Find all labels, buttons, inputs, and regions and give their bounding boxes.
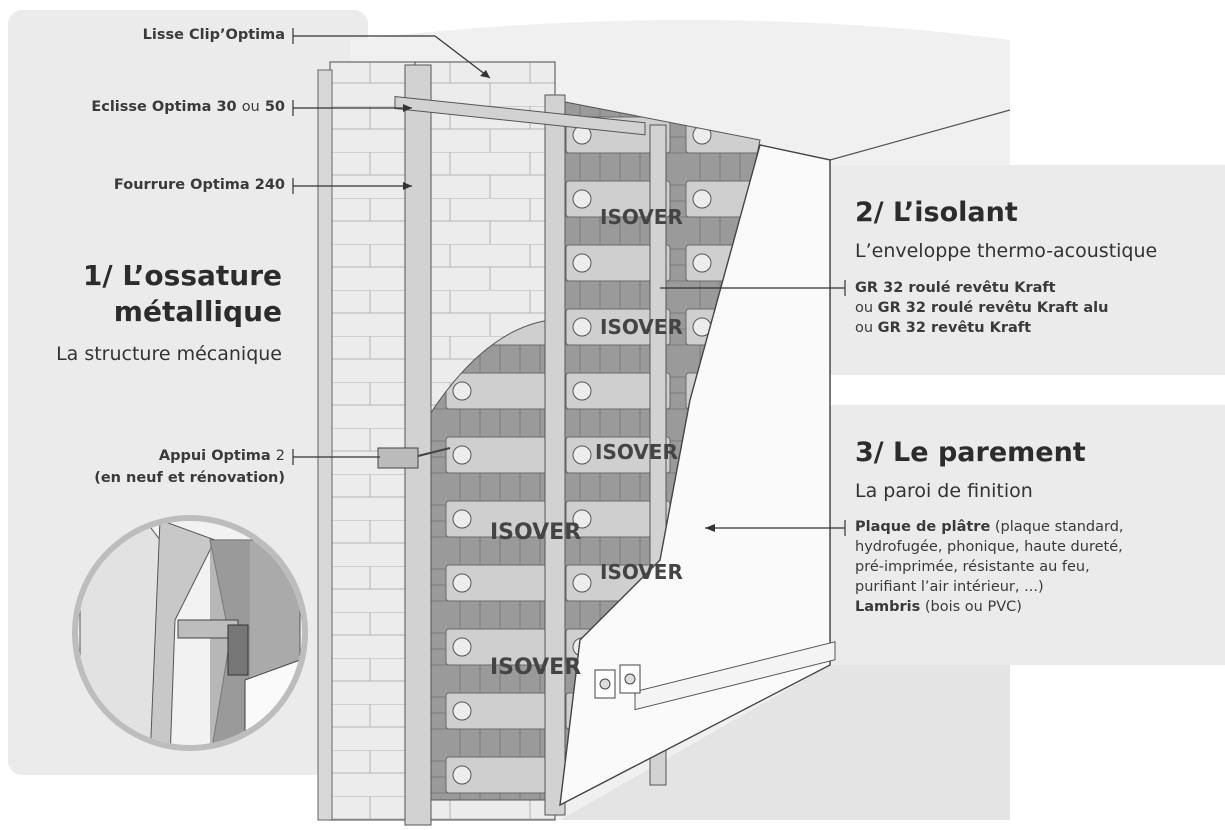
masonry-wall	[329, 61, 416, 821]
label-fourrure: Fourrure Optima 240	[113, 177, 285, 193]
section2-products: GR 32 roulé revêtu Kraft ou GR 32 roulé …	[855, 278, 1108, 338]
brand-mark: ISOVER	[595, 440, 678, 464]
brand-mark: ISOVER	[490, 655, 582, 680]
metal-studs	[394, 64, 667, 826]
appui-bracket	[377, 447, 419, 469]
section3-products: Plaque de plâtre (plaque standard, hydro…	[855, 519, 1124, 615]
brand-mark: ISOVER	[600, 560, 683, 584]
baseboard	[634, 641, 836, 711]
section2-title: 2/ L’isolant	[855, 197, 1018, 228]
label-appui-note: (en neuf et rénovation)	[94, 470, 285, 486]
section3-subtitle: La paroi de finition	[855, 480, 1033, 502]
plasterboard	[559, 144, 831, 807]
brand-mark: ISOVER	[600, 205, 683, 229]
label-appui: Appui Optima 2	[158, 448, 285, 464]
label-lisse: Lisse Clip’Optima	[142, 27, 285, 43]
label-eclisse: Eclisse Optima 30 ou 50	[91, 99, 285, 115]
product-line: GR 32 roulé revêtu Kraft	[855, 280, 1056, 296]
brand-mark: ISOVER	[600, 315, 683, 339]
product-line: ou GR 32 roulé revêtu Kraft alu	[855, 300, 1109, 316]
section1-title: 1/ L’ossature métallique	[82, 259, 282, 328]
detail-magnifier	[72, 515, 308, 751]
right-panel-parement	[820, 405, 1225, 665]
sockets	[594, 664, 641, 699]
section2-subtitle: L’enveloppe thermo-acoustique	[855, 240, 1158, 262]
brand-mark: ISOVER	[490, 520, 582, 545]
right-panel-isolant	[820, 165, 1225, 375]
section1-subtitle: La structure mécanique	[56, 343, 282, 365]
leader-lines	[292, 28, 846, 536]
section3-title: 3/ Le parement	[855, 437, 1086, 468]
product-line: ou GR 32 revêtu Kraft	[855, 320, 1031, 336]
floor	[560, 665, 1010, 820]
arrowheads	[403, 70, 715, 532]
